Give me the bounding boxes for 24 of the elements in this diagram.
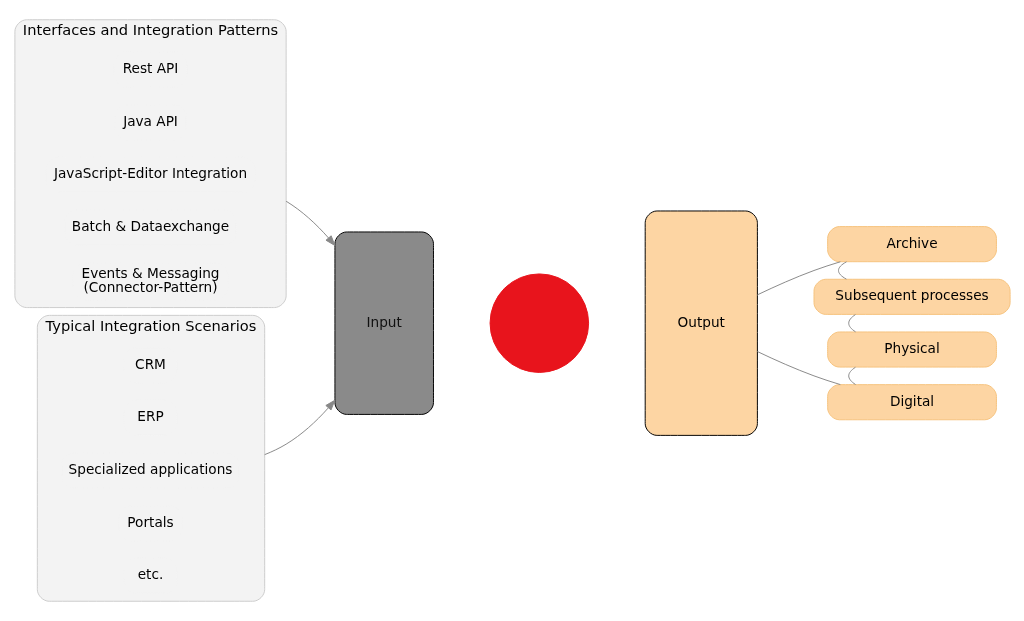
node-text: Batch & Dataexchange [71, 218, 229, 235]
node-text: Specialized applications [68, 461, 232, 478]
node-box: Input [333, 231, 434, 415]
node-text: Rest API [122, 60, 178, 77]
node-box: Archive [826, 226, 997, 263]
node-text: Java API [122, 112, 178, 129]
node-text: CRM [134, 355, 166, 372]
node-circle [489, 273, 589, 373]
connector [837, 261, 847, 280]
node-box: Subsequent processes [813, 278, 1011, 315]
node-text: ERP [136, 408, 164, 425]
node-text: etc. [137, 566, 163, 583]
connector [756, 261, 841, 296]
connector [847, 366, 856, 385]
node-box: Output [644, 210, 758, 436]
node-text: JavaScript-Editor Integration [53, 165, 247, 182]
node-text: Events & Messaging (Connector-Pattern) [81, 264, 220, 296]
node-box: Physical [826, 331, 997, 368]
node-box: Digital [826, 384, 997, 421]
connector [847, 314, 856, 333]
arrow [263, 399, 335, 456]
connector [756, 351, 841, 386]
arrow [285, 200, 335, 246]
node-text: Portals [126, 513, 174, 530]
